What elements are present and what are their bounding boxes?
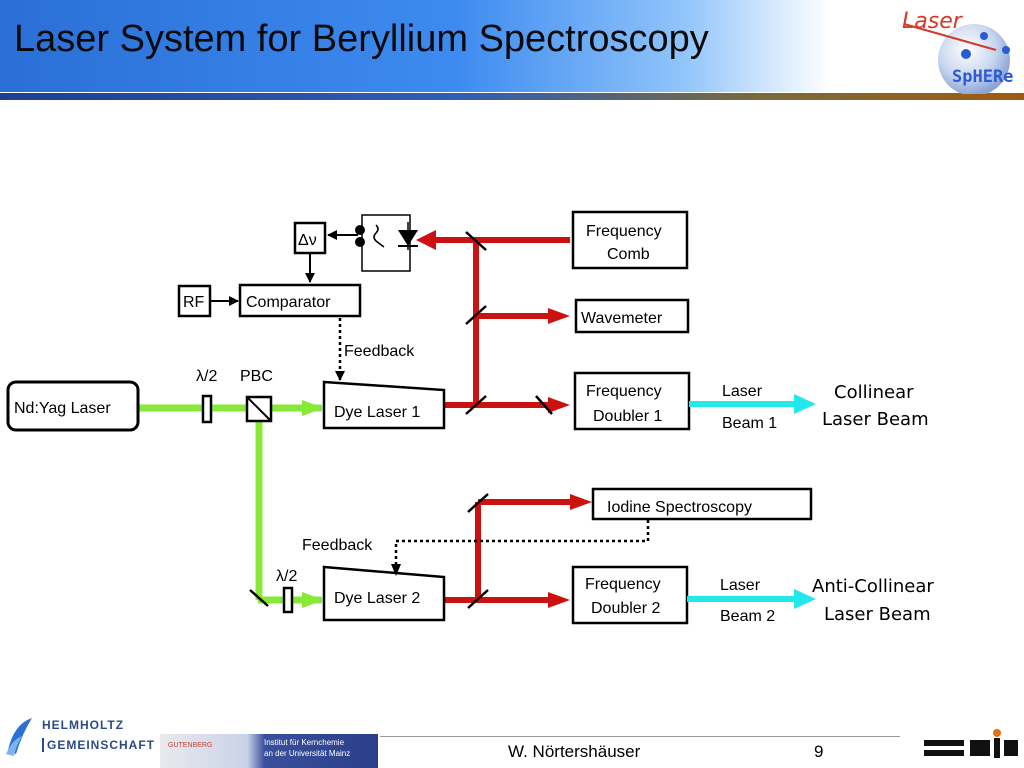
rf-box	[177, 284, 212, 318]
wavemeter-label: Wavemeter	[581, 310, 663, 327]
feedback-2-label: Feedback	[302, 537, 373, 554]
sphere-dot-1	[980, 32, 988, 40]
mainz-institute-logo: GUTENBERG Institut für Kernchemie an der…	[160, 734, 378, 768]
turning-mirror-green	[249, 589, 269, 607]
mirror-wavemeter	[465, 305, 487, 325]
green-pump-beam	[138, 400, 324, 608]
mirror-doubler1	[535, 395, 553, 415]
laser-beam-1-label-1: Laser	[722, 383, 763, 400]
sphere-dot-3	[1002, 46, 1010, 54]
dye-laser-2-label: Dye Laser 2	[334, 590, 420, 607]
frequency-doubler-1-label-1: Frequency	[586, 383, 662, 400]
collinear-label-1: Collinear	[834, 382, 914, 403]
laser-beam-1-label-2: Beam 1	[722, 415, 777, 432]
footer-page-number: 9	[814, 742, 824, 761]
rf-label: RF	[183, 294, 205, 311]
laser-system-diagram: Nd:Yag Laser λ/2 PBC λ/2 Dye Laser 1 D	[6, 210, 934, 625]
logo-laser-text: Laser	[902, 9, 964, 34]
anti-collinear-label-2: Laser Beam	[824, 604, 931, 625]
pbc-diagonal	[246, 396, 272, 422]
half-wave-plate-2-label: λ/2	[276, 568, 297, 585]
mainz-line-2: an der Universität Mainz	[264, 749, 351, 758]
red-dye-beams	[416, 230, 592, 608]
half-wave-plate-2	[282, 586, 294, 614]
mirror-comb	[465, 231, 487, 251]
sphere-dot-2	[961, 49, 971, 59]
frequency-comb-label-2: Comb	[607, 246, 650, 263]
dye-laser-2-box	[322, 565, 446, 622]
green-beam-arrowhead-1	[302, 400, 324, 416]
cyan-beam-2-arrowhead	[794, 589, 816, 609]
frequency-comb-label-1: Frequency	[586, 223, 662, 240]
mirror-dye1	[465, 395, 487, 415]
logo-sphere-text: SpHERe	[952, 67, 1013, 87]
delta-nu-box	[293, 221, 327, 255]
ndyag-laser-label: Nd:Yag Laser	[14, 400, 111, 417]
laser-beam-2-label-1: Laser	[720, 577, 761, 594]
light-wave-icon	[373, 224, 385, 248]
mirror-dye2	[467, 589, 489, 609]
photodiode-detector	[355, 214, 418, 272]
laser-sphere-logo: Laser SpHERe	[902, 9, 1013, 94]
frequency-doubler-1-label-2: Doubler 1	[593, 408, 662, 425]
comparator-label: Comparator	[246, 294, 331, 311]
footer-rule	[380, 736, 900, 737]
half-wave-plate-1-label: λ/2	[196, 368, 217, 385]
feedback-1-label: Feedback	[344, 343, 415, 360]
slide-title: Laser System for Beryllium Spectroscopy	[14, 18, 709, 60]
frequency-doubler-2-box	[571, 565, 689, 625]
ndyag-laser-box	[6, 380, 140, 432]
green-beam-arrowhead-2	[302, 592, 324, 608]
iodine-spectroscopy-box	[591, 487, 813, 521]
footer-author: W. Nörtershäuser	[508, 742, 641, 761]
red-path-mirrors	[465, 231, 553, 609]
sphere-laser-line	[903, 23, 997, 51]
iodine-spectroscopy-label: Iodine Spectroscopy	[607, 499, 752, 516]
cyan-beam-1-arrowhead	[794, 394, 816, 414]
gsi-orange-dot	[993, 729, 1001, 737]
half-wave-plate-1	[201, 394, 213, 424]
mainz-line-1: Institut für Kernchemie	[264, 738, 345, 747]
collinear-label-2: Laser Beam	[822, 409, 929, 430]
laser-beam-2-label-2: Beam 2	[720, 608, 775, 625]
dye-laser-1-label: Dye Laser 1	[334, 404, 420, 421]
title-bar	[0, 0, 830, 92]
title-rule	[0, 93, 1024, 100]
helmholtz-text-1: HELMHOLTZ	[42, 718, 125, 732]
pbc-label: PBC	[240, 368, 273, 385]
gsi-logo	[924, 729, 1018, 758]
frequency-doubler-2-label-2: Doubler 2	[591, 600, 660, 617]
gutenberg-text: GUTENBERG	[168, 742, 213, 749]
comparator-box	[238, 283, 362, 318]
anti-collinear-label-1: Anti-Collinear	[812, 576, 934, 597]
sphere-globe	[938, 24, 1010, 94]
wavemeter-box	[574, 298, 690, 334]
red-arrow-detector	[416, 230, 436, 250]
frequency-comb-box	[571, 210, 689, 270]
mainz-institute-text: Institut für Kernchemie an der Universit…	[264, 737, 350, 759]
feedback-2-line	[394, 520, 650, 572]
helmholtz-logo: HELMHOLTZ GEMEINSCHAFT	[4, 712, 154, 762]
mirror-iodine	[467, 493, 489, 513]
delta-nu-label: Δν	[298, 232, 317, 249]
frequency-doubler-2-label-1: Frequency	[585, 576, 661, 593]
dye-laser-1-box	[322, 380, 446, 430]
helmholtz-mark-icon	[6, 718, 32, 756]
helmholtz-text-2: GEMEINSCHAFT	[42, 738, 155, 752]
